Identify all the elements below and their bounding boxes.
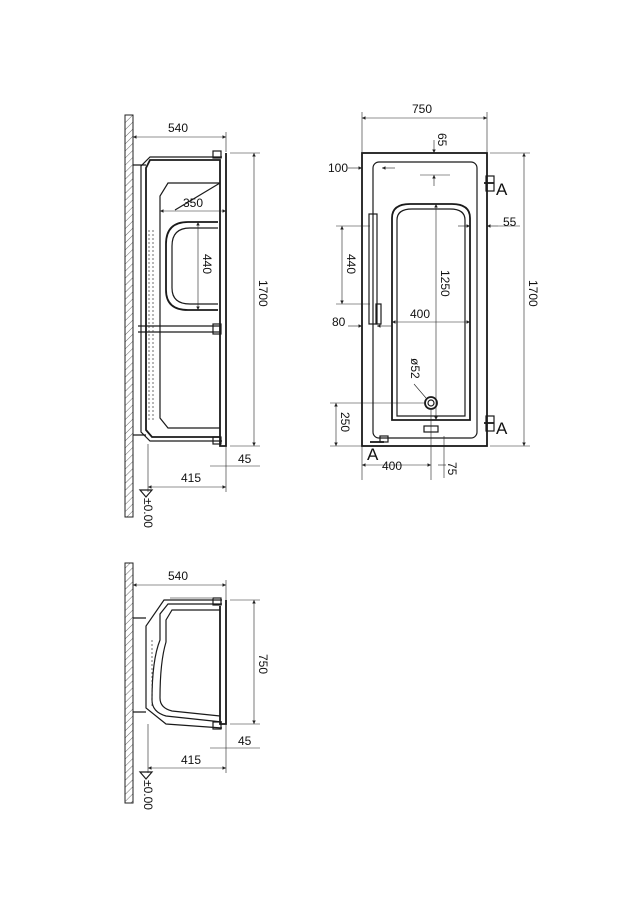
side-dim-440: 440 [200, 254, 214, 274]
top-inner-basin [391, 203, 471, 421]
wall-hatch [124, 114, 134, 518]
top-dim-65: 65 [435, 133, 449, 147]
top-dim-400-inner: 400 [410, 307, 430, 321]
top-dim-440: 440 [344, 254, 358, 274]
end-tub-shell [219, 600, 227, 725]
top-drain-label: ø52 [408, 358, 422, 379]
top-view: 750 65 100 55 440 1250 1700 80 400 [328, 102, 540, 480]
top-dim-55: 55 [503, 215, 517, 229]
end-dim-415: 415 [181, 753, 201, 767]
end-level: ±0.00 [141, 780, 155, 810]
side-dim-1700: 1700 [256, 280, 270, 307]
top-outer-rim [361, 152, 488, 447]
side-dim-540: 540 [168, 121, 188, 135]
side-dim-45: 45 [238, 452, 252, 466]
side-dim-350: 350 [183, 196, 203, 210]
top-dim-250: 250 [338, 412, 352, 432]
end-dim-540: 540 [168, 569, 188, 583]
side-dim-415: 415 [181, 471, 201, 485]
side-view: 540 350 440 1700 45 415 ±0.00 [124, 114, 270, 528]
drain-circle [424, 396, 438, 410]
end-view: 540 750 45 415 ±0.00 [124, 562, 270, 810]
top-dim-80: 80 [332, 315, 346, 329]
top-dim-1250: 1250 [438, 270, 452, 297]
side-level: ±0.00 [141, 498, 155, 528]
top-dim-400-bottom: 400 [382, 459, 402, 473]
section-a-right-top: A [496, 180, 508, 199]
wall-hatch-end [124, 562, 134, 804]
top-dim-1700: 1700 [526, 280, 540, 307]
end-dim-750: 750 [256, 654, 270, 674]
section-a-right-bottom: A [496, 419, 508, 438]
side-seat-arch [165, 221, 218, 311]
top-dim-750: 750 [412, 102, 432, 116]
side-tub-shell [145, 153, 227, 447]
top-dim-75: 75 [445, 462, 459, 476]
top-dim-100: 100 [328, 161, 348, 175]
section-a-left: A [367, 445, 379, 464]
end-dim-45: 45 [238, 734, 252, 748]
